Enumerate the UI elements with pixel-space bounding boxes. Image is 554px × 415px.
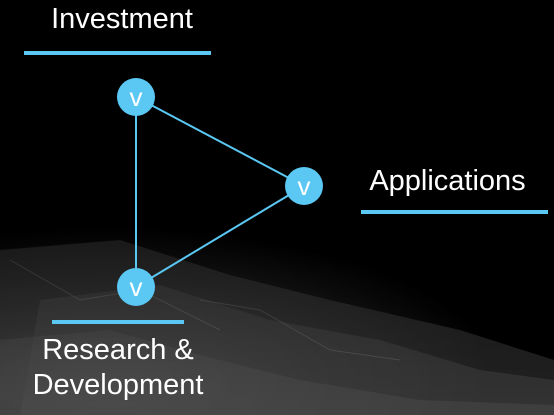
- research-label-line1: Research &: [42, 334, 194, 366]
- applications-underline: [361, 210, 548, 214]
- applications-node-letter: v: [298, 171, 311, 201]
- research-underline: [52, 320, 184, 324]
- applications-label: Applications: [369, 165, 526, 197]
- edge-investment-applications: [135, 96, 305, 187]
- edge-applications-research: [135, 185, 305, 288]
- investment-underline: [24, 51, 211, 55]
- investment-node: v: [117, 78, 155, 116]
- investment-node-letter: v: [130, 82, 143, 112]
- research-label-line2: Development: [32, 369, 204, 401]
- investment-label: Investment: [51, 3, 193, 35]
- research-node-letter: v: [130, 272, 143, 302]
- applications-node: v: [285, 167, 323, 205]
- research-node: v: [117, 268, 155, 306]
